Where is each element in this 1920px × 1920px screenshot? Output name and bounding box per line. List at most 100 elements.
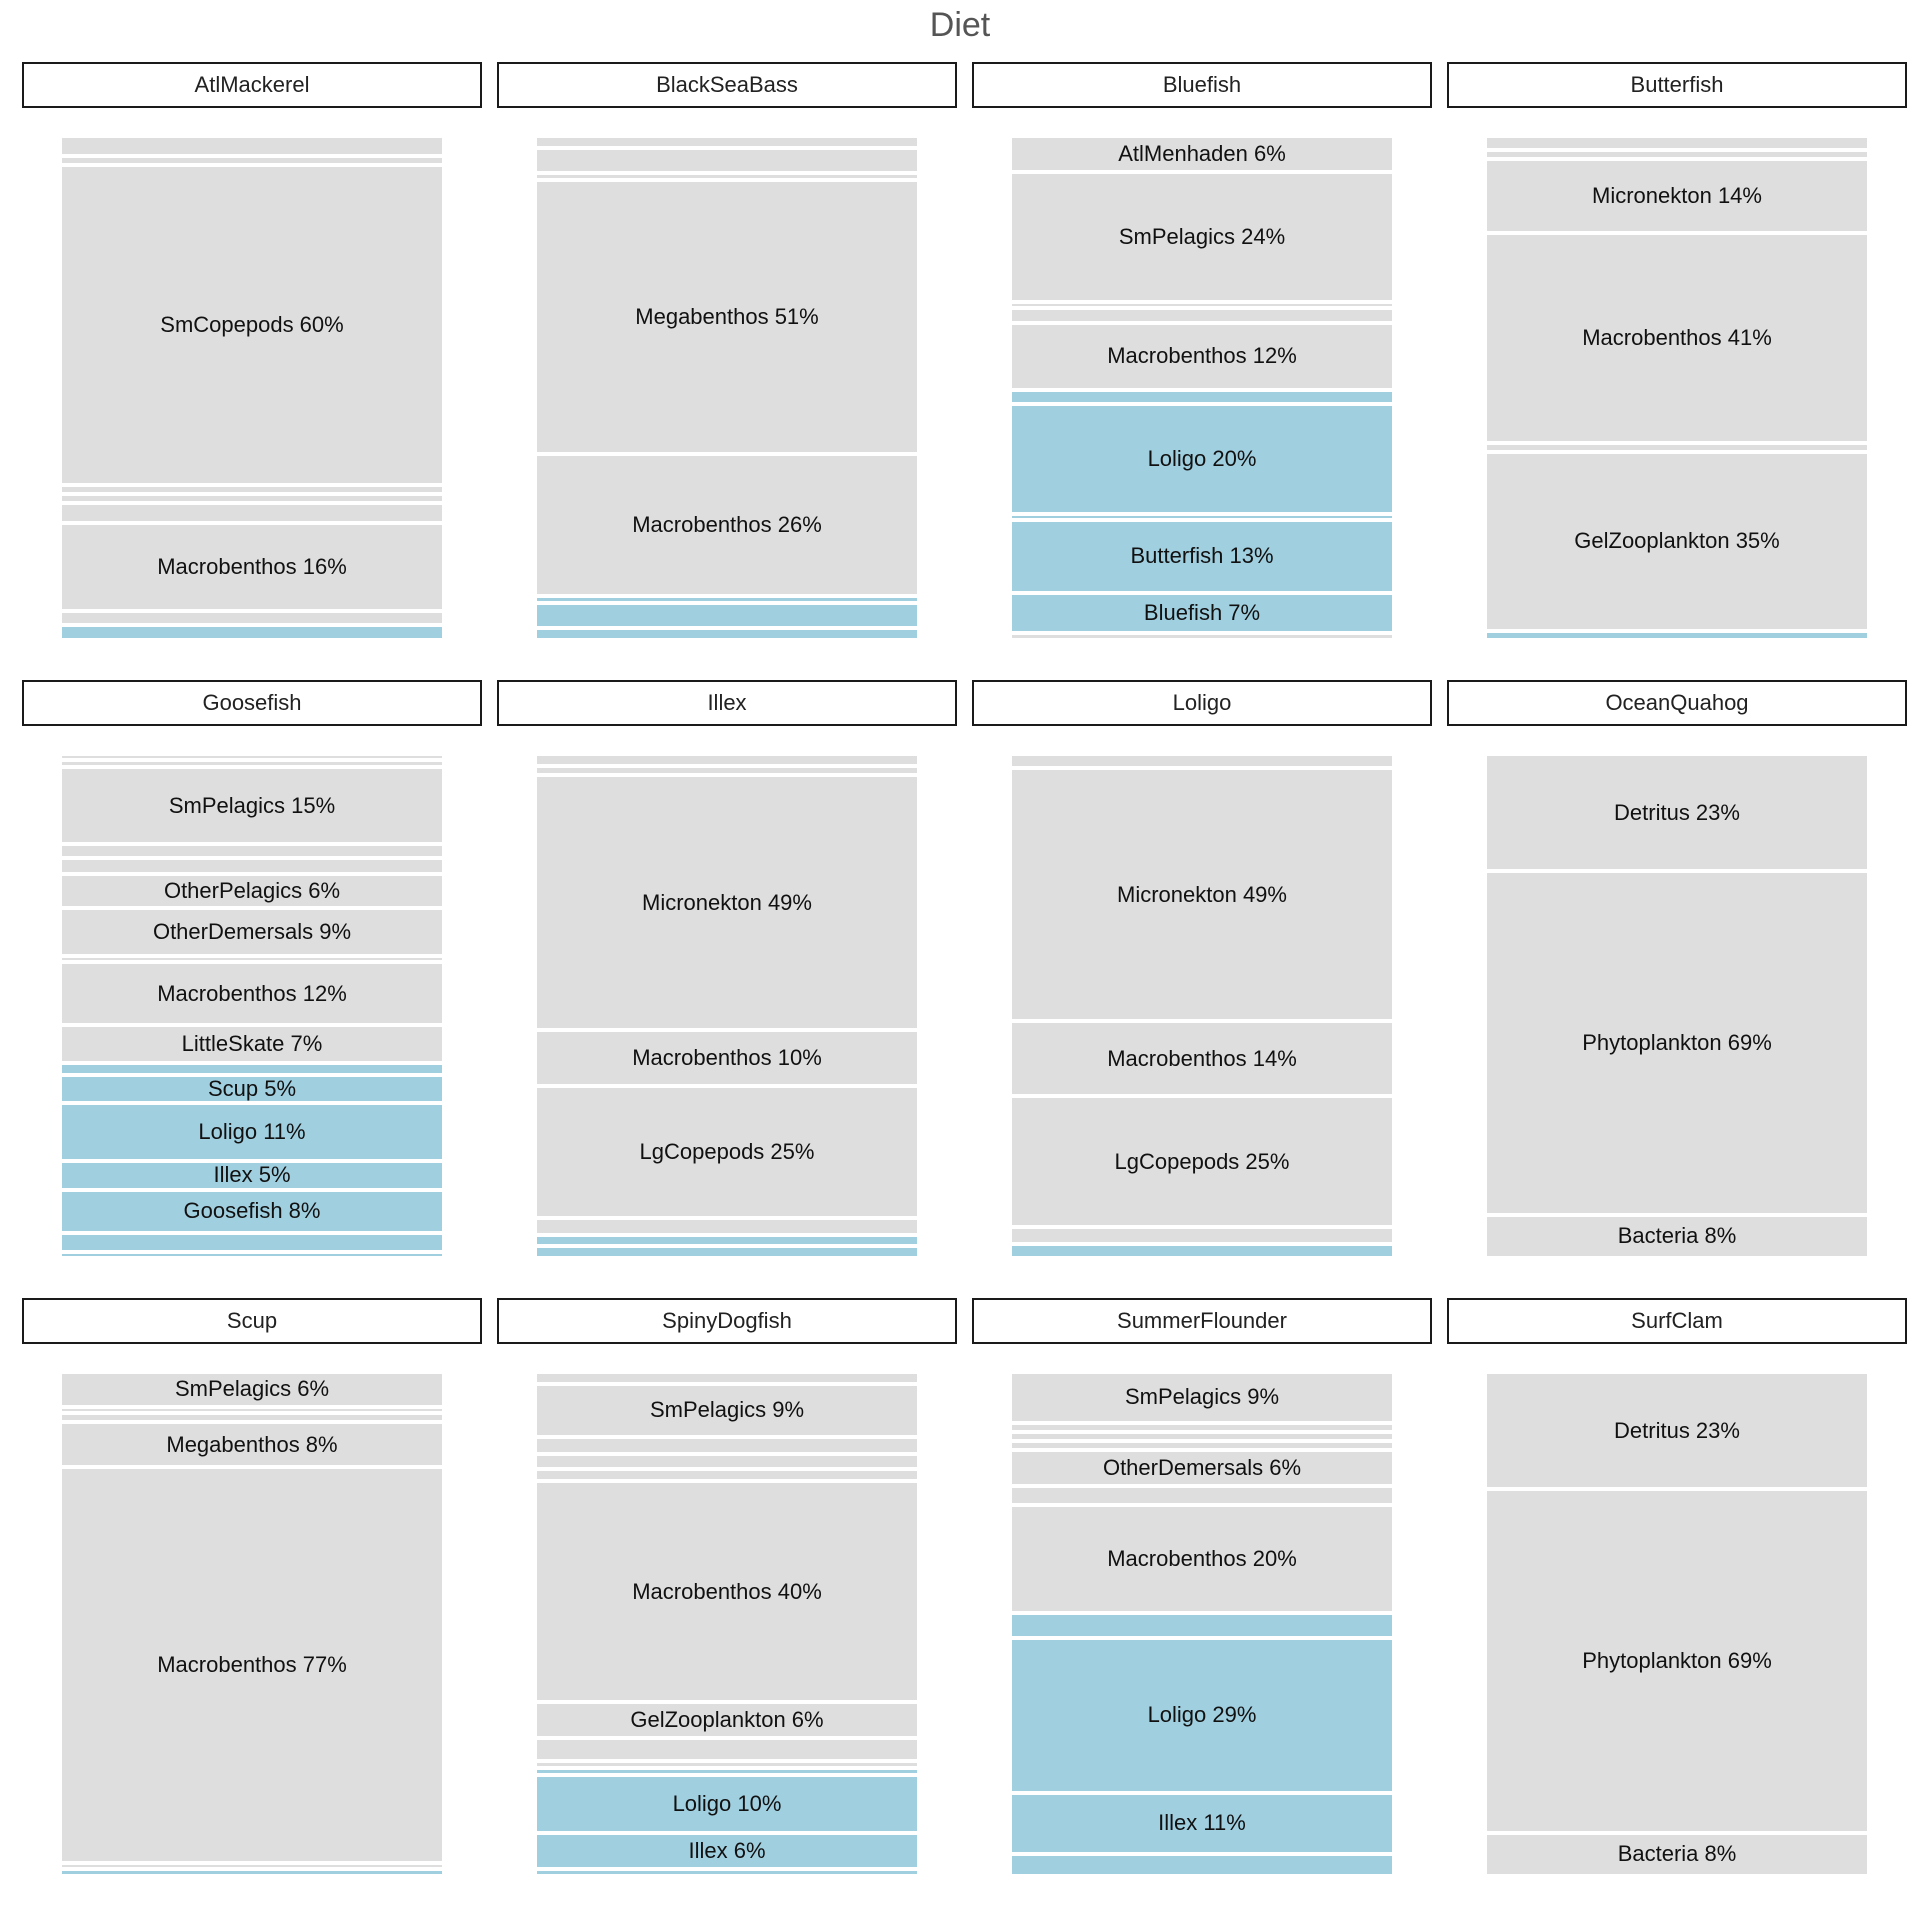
diet-segment [1012, 303, 1392, 307]
diet-segment [62, 627, 442, 638]
segment-label: SmPelagics 6% [174, 1376, 330, 1402]
diet-segment [62, 1871, 442, 1874]
diet-segment [62, 1408, 442, 1412]
segment-label: Bluefish 7% [1143, 599, 1261, 625]
segment-label: Scup 5% [207, 1076, 297, 1102]
segment-label: SmCopepods 60% [160, 311, 344, 337]
segment-label: Megabenthos 51% [635, 304, 819, 330]
diet-segment [1012, 515, 1392, 519]
diet-segment [1487, 1374, 1867, 1488]
diet-segment [1487, 235, 1867, 441]
facet-strip-label: SpinyDogfish [497, 1298, 957, 1344]
diet-segment [62, 486, 442, 492]
diet-segment [537, 756, 917, 764]
diet-segment [1487, 1216, 1867, 1256]
segment-label: Detritus 23% [1614, 1417, 1740, 1443]
segment-label: Macrobenthos 12% [1107, 343, 1297, 369]
facet-strip-label: AtlMackerel [22, 62, 482, 108]
segment-label: Macrobenthos 12% [157, 980, 347, 1006]
facet-strip-label: SurfClam [1447, 1298, 1907, 1344]
diet-segment [1487, 873, 1867, 1213]
segment-label: Bacteria 8% [1617, 1841, 1737, 1867]
facet-plot-area: SmPelagics 9%Macrobenthos 40%GelZooplank… [537, 1374, 917, 1874]
facet-plot-area: Megabenthos 51%Macrobenthos 26% [537, 138, 917, 638]
segment-label: Micronekton 14% [1592, 183, 1762, 209]
facet-strip-label: Loligo [972, 680, 1432, 726]
diet-segment [1012, 635, 1392, 638]
diet-segment [537, 1769, 917, 1773]
diet-segment [1487, 453, 1867, 629]
segment-label: Megabenthos 8% [166, 1431, 338, 1457]
diet-segment [62, 138, 442, 154]
facet-strip-label: Butterfish [1447, 62, 1907, 108]
diet-segment [62, 1864, 442, 1868]
segment-label: OtherDemersals 6% [1102, 1454, 1302, 1480]
facet-strip-label: Goosefish [22, 680, 482, 726]
diet-segment [62, 505, 442, 521]
diet-segment [537, 1871, 917, 1874]
diet-segment [1012, 1424, 1392, 1430]
diet-segment [537, 1471, 917, 1480]
segment-label: Macrobenthos 41% [1582, 324, 1772, 350]
diet-segment [1012, 1098, 1392, 1226]
diet-segment [62, 1105, 442, 1160]
segment-label: LgCopepods 25% [1114, 1148, 1290, 1174]
segment-label: SmPelagics 9% [1124, 1384, 1280, 1410]
facet-plot-area: SmPelagics 15%OtherPelagics 6%OtherDemer… [62, 756, 442, 1256]
diet-segment [62, 1424, 442, 1465]
diet-segment [1487, 1491, 1867, 1831]
diet-segment [537, 1219, 917, 1233]
segment-label: GelZooplankton 6% [630, 1707, 824, 1733]
diet-segment [537, 630, 917, 638]
diet-segment [1012, 1452, 1392, 1484]
segment-label: Detritus 23% [1614, 799, 1740, 825]
diet-segment [537, 776, 917, 1029]
segment-label: Micronekton 49% [642, 889, 812, 915]
facet-plot-area: Micronekton 49%Macrobenthos 10%LgCopepod… [537, 756, 917, 1256]
diet-segment [537, 598, 917, 601]
diet-segment [62, 964, 442, 1024]
diet-segment [62, 909, 442, 954]
diet-segment [537, 604, 917, 627]
diet-segment [537, 1087, 917, 1216]
segment-label: Macrobenthos 16% [157, 553, 347, 579]
segment-label: Illex 5% [213, 1162, 291, 1188]
facet-strip-label: BlackSeaBass [497, 62, 957, 108]
diet-segment [1012, 138, 1392, 170]
diet-segment [62, 756, 442, 759]
diet-segment [62, 157, 442, 164]
diet-segment [537, 138, 917, 146]
facet-plot-area: Micronekton 49%Macrobenthos 14%LgCopepod… [1012, 756, 1392, 1256]
facet-strip-label: OceanQuahog [1447, 680, 1907, 726]
segment-label: Phytoplankton 69% [1582, 1647, 1772, 1673]
segment-label: Loligo 20% [1147, 446, 1257, 472]
diet-segment [1012, 1794, 1392, 1852]
diet-segment [1012, 1855, 1392, 1874]
diet-segment [1012, 1507, 1392, 1612]
diet-segment [537, 1456, 917, 1468]
segment-label: Phytoplankton 69% [1582, 1029, 1772, 1055]
diet-segment [537, 175, 917, 178]
diet-segment [1487, 138, 1867, 149]
segment-label: Loligo 10% [672, 1790, 782, 1816]
diet-segment [1012, 406, 1392, 512]
diet-segment [62, 860, 442, 873]
segment-label: Macrobenthos 40% [632, 1578, 822, 1604]
diet-segment [537, 149, 917, 172]
facet-plot-area: Detritus 23%Phytoplankton 69%Bacteria 8% [1487, 756, 1867, 1256]
chart-title: Diet [929, 6, 991, 44]
diet-segment [1012, 324, 1392, 388]
diet-segment [1012, 1229, 1392, 1242]
diet-segment [537, 456, 917, 595]
diet-segment [537, 1703, 917, 1737]
segment-label: Micronekton 49% [1117, 881, 1287, 907]
diet-segment [537, 1834, 917, 1868]
facet-plot-area: Micronekton 14%Macrobenthos 41%GelZoopla… [1487, 138, 1867, 638]
diet-segment [1012, 770, 1392, 1020]
diet-segment [1012, 1615, 1392, 1636]
